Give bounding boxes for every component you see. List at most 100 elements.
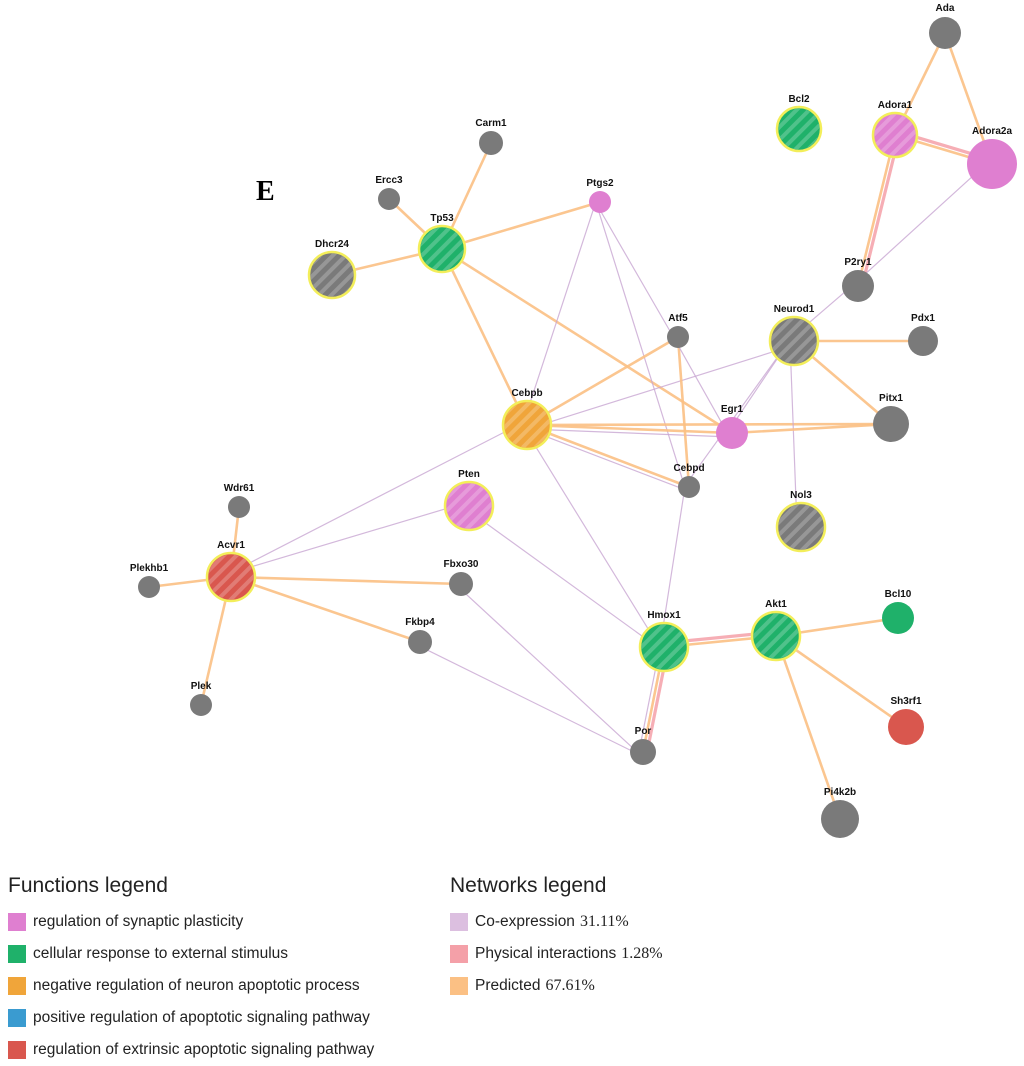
legend-swatch [8, 913, 26, 931]
node-ada[interactable]: Ada [929, 3, 961, 49]
legend-label: positive regulation of apoptotic signali… [33, 1009, 370, 1026]
edge-coexpression-fkbp4-por [417, 644, 642, 757]
edge-predicted-cebpb-egr1 [525, 423, 734, 435]
legend-label: regulation of extrinsic apoptotic signal… [33, 1041, 375, 1058]
node-label: Ada [936, 3, 955, 14]
node-adora1[interactable]: Adora1 [871, 100, 919, 159]
node-circle[interactable] [908, 326, 938, 356]
node-circle[interactable] [967, 139, 1017, 189]
legend-item-neuron-apoptotic: negative regulation of neuron apoptotic … [8, 970, 374, 1002]
node-stripes [778, 504, 824, 550]
node-cebpb[interactable]: Cebpb [501, 388, 553, 451]
networks-legend-title: Networks legend [450, 874, 607, 897]
node-wdr61[interactable]: Wdr61 [224, 483, 255, 518]
legend-swatch [8, 1009, 26, 1027]
node-circle[interactable] [479, 131, 503, 155]
node-sh3rf1[interactable]: Sh3rf1 [888, 696, 924, 745]
node-dhcr24[interactable]: Dhcr24 [307, 239, 357, 300]
node-circle[interactable] [821, 800, 859, 838]
node-label: Ptgs2 [586, 178, 614, 189]
edge-coexpression-cebpd-hmox1 [659, 485, 686, 647]
legend-item-physical-interactions: Physical interactions 1.28% [450, 938, 663, 970]
node-stripes [420, 227, 464, 271]
node-label: Carm1 [475, 118, 507, 129]
node-pitx1[interactable]: Pitx1 [873, 393, 909, 442]
node-label: Pi4k2b [824, 787, 856, 798]
node-circle[interactable] [929, 17, 961, 49]
edge-predicted-adora1-p2ry1 [856, 133, 897, 288]
node-fkbp4[interactable]: Fkbp4 [405, 617, 435, 654]
edge-predicted-atf5-cebpd [676, 335, 691, 489]
node-hmox1[interactable]: Hmox1 [638, 610, 690, 673]
legend-percent: 1.28% [621, 945, 663, 962]
node-fbxo30[interactable]: Fbxo30 [443, 559, 479, 596]
node-plekhb1[interactable]: Plekhb1 [130, 563, 169, 598]
node-circle[interactable] [716, 417, 748, 449]
node-circle[interactable] [138, 576, 160, 598]
node-p2ry1[interactable]: P2ry1 [842, 257, 874, 302]
node-stripes [778, 108, 820, 150]
node-circle[interactable] [190, 694, 212, 716]
node-bcl2[interactable]: Bcl2 [775, 94, 823, 153]
legend-percent: 31.11% [579, 913, 629, 930]
node-nol3[interactable]: Nol3 [775, 490, 827, 553]
edge-predicted-acvr1-fbxo30 [229, 575, 463, 586]
node-egr1[interactable]: Egr1 [716, 404, 748, 449]
node-tp53[interactable]: Tp53 [417, 213, 467, 274]
legend-label: negative regulation of neuron apoptotic … [33, 977, 360, 994]
edge-coexpression-cebpb-neurod1 [527, 344, 796, 430]
node-label: Dhcr24 [315, 239, 349, 250]
node-circle[interactable] [589, 191, 611, 213]
edge-coexpression-fbxo30-por [457, 586, 641, 756]
legend-item-synaptic-plasticity: regulation of synaptic plasticity [8, 906, 374, 938]
node-akt1[interactable]: Akt1 [750, 599, 802, 662]
node-circle[interactable] [408, 630, 432, 654]
node-pi4k2b[interactable]: Pi4k2b [821, 787, 859, 838]
node-por[interactable]: Por [630, 726, 656, 765]
node-circle[interactable] [888, 709, 924, 745]
node-label: Cebpd [673, 463, 704, 474]
node-adora2a[interactable]: Adora2a [967, 126, 1017, 189]
edge-coexpression-ptgs2-atf5 [595, 203, 676, 340]
node-ptgs2[interactable]: Ptgs2 [586, 178, 614, 213]
node-label: Tp53 [430, 213, 454, 224]
node-carm1[interactable]: Carm1 [475, 118, 507, 155]
node-pten[interactable]: Pten [443, 469, 495, 532]
node-label: Atf5 [668, 313, 688, 324]
edge-coexpression-neurod1-cebpd [685, 338, 792, 486]
node-ercc3[interactable]: Ercc3 [375, 175, 403, 210]
node-circle[interactable] [228, 496, 250, 518]
node-circle[interactable] [678, 476, 700, 498]
node-bcl10[interactable]: Bcl10 [882, 589, 914, 634]
edge-coexpression-atf5-egr1 [673, 338, 730, 436]
edge-coexpression-neurod1-nol3 [789, 340, 798, 528]
node-plek[interactable]: Plek [190, 681, 212, 716]
node-circle[interactable] [378, 188, 400, 210]
node-circle[interactable] [842, 270, 874, 302]
node-circle[interactable] [882, 602, 914, 634]
node-label: Hmox1 [647, 610, 681, 621]
node-atf5[interactable]: Atf5 [667, 313, 689, 348]
node-circle[interactable] [873, 406, 909, 442]
node-label: Pdx1 [911, 313, 935, 324]
node-circle[interactable] [667, 326, 689, 348]
edge-predicted-tp53-cebpb [440, 247, 529, 427]
node-label: Por [635, 726, 652, 737]
edges-layer [147, 31, 995, 821]
node-acvr1[interactable]: Acvr1 [205, 540, 257, 603]
node-label: Bcl10 [885, 589, 912, 600]
node-circle[interactable] [630, 739, 656, 765]
node-neurod1[interactable]: Neurod1 [768, 304, 820, 367]
node-label: Plek [191, 681, 212, 692]
legend-swatch [450, 913, 468, 931]
node-label: Acvr1 [217, 540, 245, 551]
edge-coexpression-pten-hmox1 [466, 508, 663, 651]
legend-swatch [8, 945, 26, 963]
edge-coexpression-cebpb-acvr1 [228, 420, 526, 575]
node-label: Egr1 [721, 404, 744, 415]
edge-predicted-akt1-pi4k2b [774, 634, 842, 821]
node-cebpd[interactable]: Cebpd [673, 463, 705, 498]
node-circle[interactable] [449, 572, 473, 596]
node-pdx1[interactable]: Pdx1 [908, 313, 938, 356]
